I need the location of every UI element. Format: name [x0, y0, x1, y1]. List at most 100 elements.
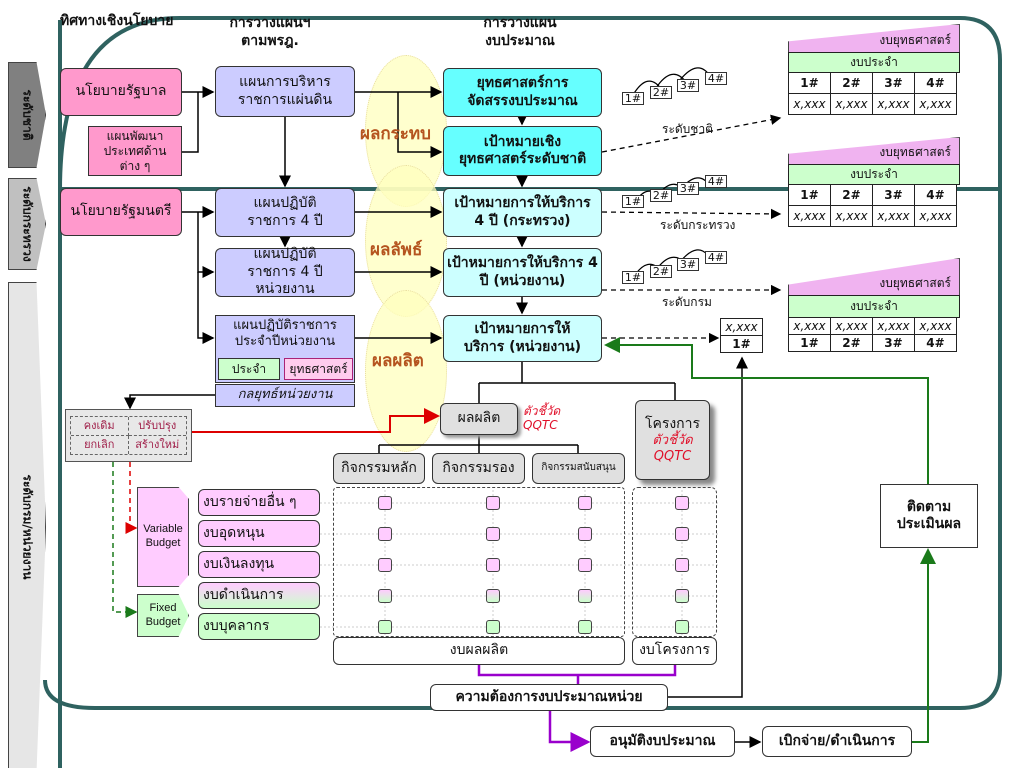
- budget-matrix-cell: [486, 558, 500, 572]
- year-cell: 3#: [872, 184, 915, 206]
- activity-support: กิจกรรมสนับสนุน: [532, 453, 625, 484]
- output-budget-box: งบผลผลิต: [333, 637, 625, 665]
- step-1: 1#: [622, 195, 644, 208]
- review-box: คงเดิม ปรับปรุง ยกเลิก สร้างใหม่: [65, 409, 192, 462]
- review-keep: คงเดิม: [71, 417, 129, 436]
- annual-unit-plan-label: แผนปฏิบัติราชการประจำปีหน่วยงาน: [233, 318, 337, 350]
- budget-matrix-cell: [578, 558, 592, 572]
- strategic-sub-box: ยุทธศาสตร์: [284, 358, 353, 380]
- value-cell: x,xxx: [788, 317, 831, 335]
- budget-matrix-cell: [675, 496, 689, 510]
- budget-matrix-cell: [578, 620, 592, 634]
- step-1: 1#: [622, 271, 644, 284]
- result-outcome: ผลลัพธ์: [370, 240, 423, 260]
- value-cell: x,xxx: [720, 318, 763, 336]
- output-budget-area: [333, 487, 625, 637]
- project-label: โครงการ: [644, 415, 701, 432]
- budget-matrix-cell: [378, 558, 392, 572]
- step-2: 2#: [650, 265, 672, 278]
- year-cell: 2#: [830, 184, 873, 206]
- value-cell: x,xxx: [830, 205, 873, 227]
- routine-budget-header: งบประจำ: [788, 52, 960, 73]
- step-4: 4#: [705, 72, 727, 85]
- year-cell: 1#: [788, 72, 831, 94]
- step-4: 4#: [705, 175, 727, 188]
- step-1: 1#: [622, 92, 644, 105]
- strategic-budget-label: งบยุทธศาสตร์: [879, 145, 951, 159]
- minister-policy-box: นโยบายรัฐมนตรี: [60, 188, 182, 236]
- project-budget-area: [632, 487, 717, 637]
- project-budget-box: งบโครงการ: [632, 637, 717, 665]
- strategic-budget-label: งบยุทธศาสตร์: [879, 276, 951, 290]
- national-strategic-target-box: เป้าหมายเชิงยุทธศาสตร์ระดับชาติ: [443, 126, 602, 176]
- year-cell: 2#: [830, 334, 873, 352]
- result-impact: ผลกระทบ: [360, 124, 431, 144]
- review-grid: คงเดิม ปรับปรุง ยกเลิก สร้างใหม่: [70, 416, 187, 455]
- year-cell: 4#: [914, 334, 957, 352]
- budget-matrix-cell: [675, 620, 689, 634]
- budget-item-investment: งบเงินลงทุน: [198, 551, 320, 578]
- budget-matrix-cell: [578, 527, 592, 541]
- indicator-label: ตัวชี้วัด: [652, 433, 693, 449]
- review-improve: ปรับปรุง: [128, 417, 186, 436]
- value-cell: x,xxx: [914, 317, 957, 335]
- year-cell: 1#: [720, 335, 763, 353]
- value-cell: x,xxx: [914, 93, 957, 115]
- budget-allocation-strategy-box: ยุทธศาสตร์การจัดสรรงบประมาณ: [443, 68, 602, 117]
- routine-sub-box: ประจำ: [218, 358, 280, 380]
- state-admin-plan-box: แผนการบริหารราชการแผ่นดิน: [215, 66, 355, 117]
- budget-matrix-cell: [378, 589, 392, 603]
- activity-main: กิจกรรมหลัก: [333, 453, 425, 484]
- value-cell: x,xxx: [914, 205, 957, 227]
- review-cancel: ยกเลิก: [71, 436, 129, 454]
- ministry-service-target-box: เป้าหมายการให้บริการ 4 ปี (กระทรวง): [443, 188, 602, 237]
- budget-matrix-cell: [675, 589, 689, 603]
- unit-4yr-service-target-box: เป้าหมายการให้บริการ 4 ปี (หน่วยงาน): [443, 248, 602, 297]
- project-box: โครงการ ตัวชี้วัด QQTC: [635, 400, 710, 480]
- four-year-unit-plan-box: แผนปฏิบัติราชการ 4 ปีหน่วยงาน: [215, 246, 355, 297]
- budget-matrix-cell: [486, 620, 500, 634]
- year-cell: 4#: [914, 184, 957, 206]
- year-cell: 1#: [788, 184, 831, 206]
- budget-item-subsidy: งบอุดหนุน: [198, 520, 320, 547]
- budget-matrix-cell: [378, 496, 392, 510]
- indicator-label: ตัวชี้วัด: [523, 404, 561, 418]
- step-4: 4#: [705, 251, 727, 264]
- year-cell: 2#: [830, 72, 873, 94]
- level-label-ministry: ระดับกระทรวง: [660, 218, 736, 232]
- year-cell: 3#: [872, 72, 915, 94]
- result-output: ผลผลิต: [372, 351, 424, 371]
- year-cell: 4#: [914, 72, 957, 94]
- routine-budget-header: งบประจำ: [788, 164, 960, 185]
- level-label-department: ระดับกรม: [662, 295, 712, 309]
- step-2: 2#: [650, 86, 672, 99]
- fixed-budget-box: Fixed Budget: [137, 594, 189, 637]
- budget-matrix-cell: [378, 620, 392, 634]
- value-cell: x,xxx: [872, 317, 915, 335]
- routine-budget-header: งบประจำ: [788, 295, 960, 318]
- national-development-plan-box: แผนพัฒนาประเทศด้านต่าง ๆ: [88, 126, 182, 176]
- budget-matrix-cell: [486, 527, 500, 541]
- unit-budget-demand-box: ความต้องการงบประมาณหน่วย: [430, 684, 668, 711]
- budget-item-other: งบรายจ่ายอื่น ๆ: [198, 489, 320, 516]
- budget-approval-box: อนุมัติงบประมาณ: [590, 726, 735, 757]
- budget-item-personnel: งบบุคลากร: [198, 613, 320, 640]
- value-cell: x,xxx: [788, 93, 831, 115]
- budget-matrix-cell: [578, 589, 592, 603]
- value-cell: x,xxx: [788, 205, 831, 227]
- step-3: 3#: [677, 79, 699, 92]
- single-year-box: x,xxx 1#: [720, 318, 763, 353]
- value-cell: x,xxx: [830, 317, 873, 335]
- budget-matrix-cell: [486, 496, 500, 510]
- budget-matrix-cell: [578, 496, 592, 510]
- budget-matrix-cell: [675, 558, 689, 572]
- strategic-budget-label: งบยุทธศาสตร์: [879, 33, 951, 47]
- qqtc-label: QQTC: [653, 448, 692, 464]
- step-3: 3#: [677, 258, 699, 271]
- government-policy-box: นโยบายรัฐบาล: [60, 68, 182, 116]
- value-cell: x,xxx: [872, 93, 915, 115]
